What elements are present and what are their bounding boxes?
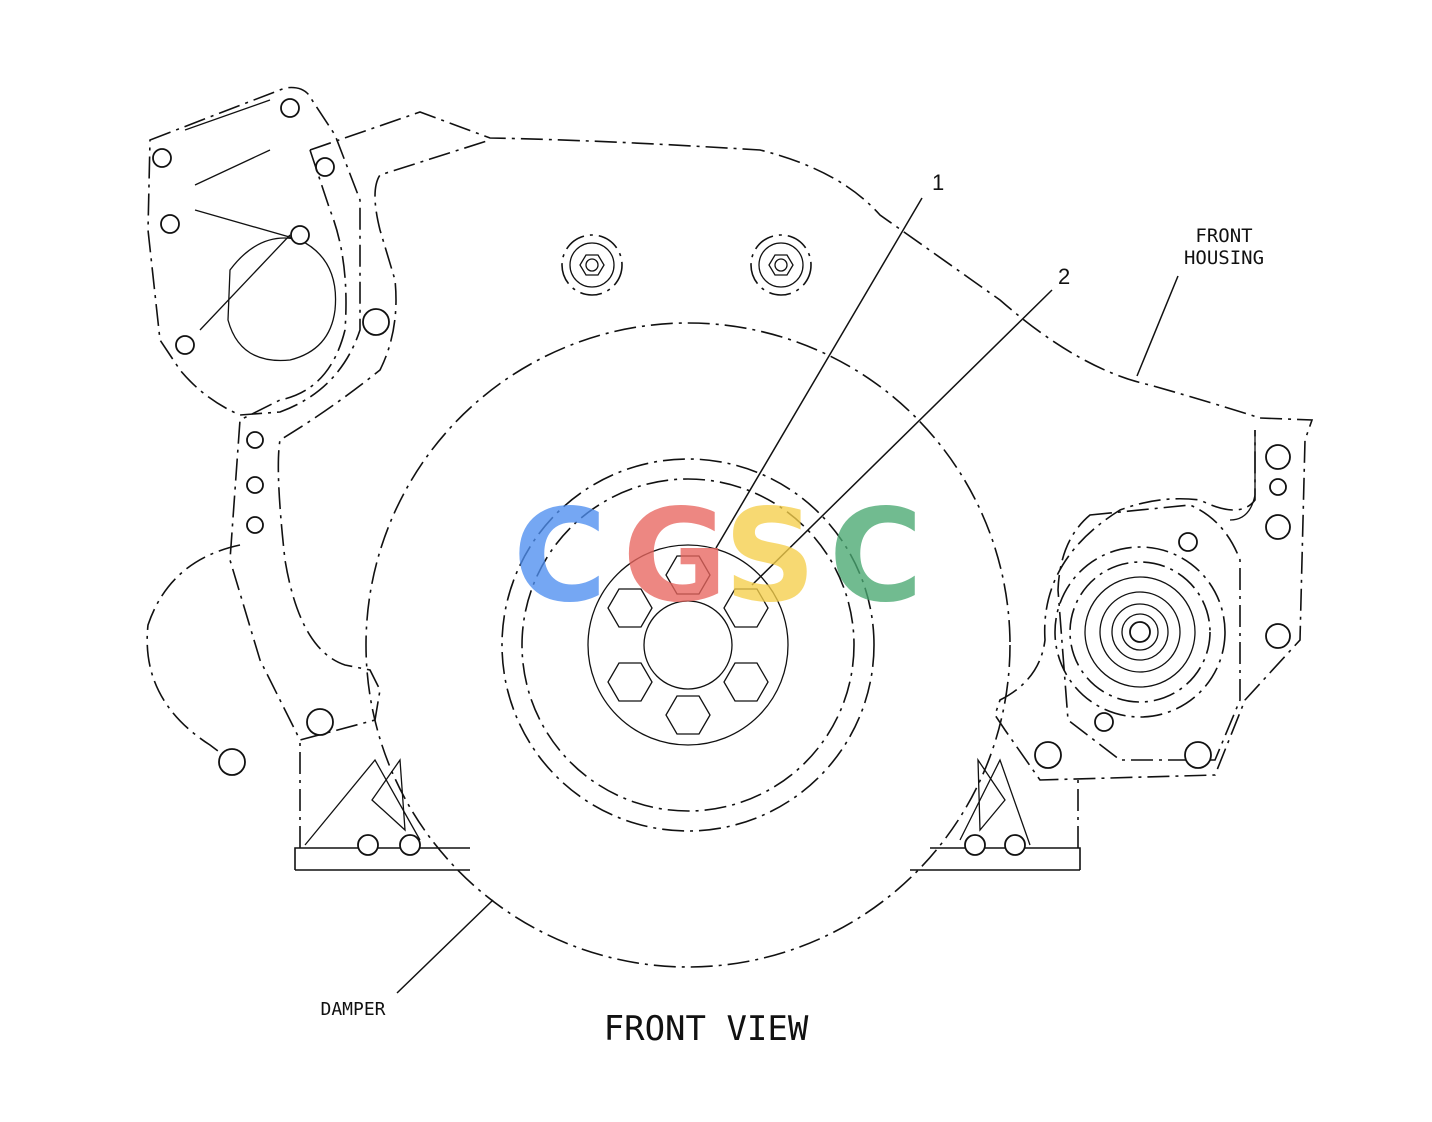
left-pulley [146, 544, 241, 761]
watermark-letter-g: G [622, 482, 727, 631]
watermark-letter-c2: C [829, 482, 923, 631]
upper-housing-bolts [561, 234, 812, 296]
mounting-feet [294, 740, 1081, 871]
watermark-letter-s: S [724, 482, 816, 631]
callout-2: 2 [1058, 264, 1070, 289]
damper-bolts [607, 555, 769, 735]
watermark-letter-c1: C [513, 482, 607, 631]
front-housing [229, 111, 1314, 781]
left-lower-bolt [218, 748, 246, 776]
accessory-drive [1034, 504, 1241, 769]
cgsc-watermark: C G S C [513, 482, 923, 631]
callout-1: 1 [932, 170, 944, 195]
view-title: FRONT VIEW [604, 1009, 809, 1049]
damper [365, 322, 1011, 968]
leader-lines [396, 197, 1179, 994]
front-housing-label-line1: FRONT [1195, 225, 1252, 247]
upper-left-bracket [147, 86, 361, 416]
front-housing-label-line2: HOUSING [1184, 247, 1264, 269]
damper-label: DAMPER [320, 999, 385, 1020]
